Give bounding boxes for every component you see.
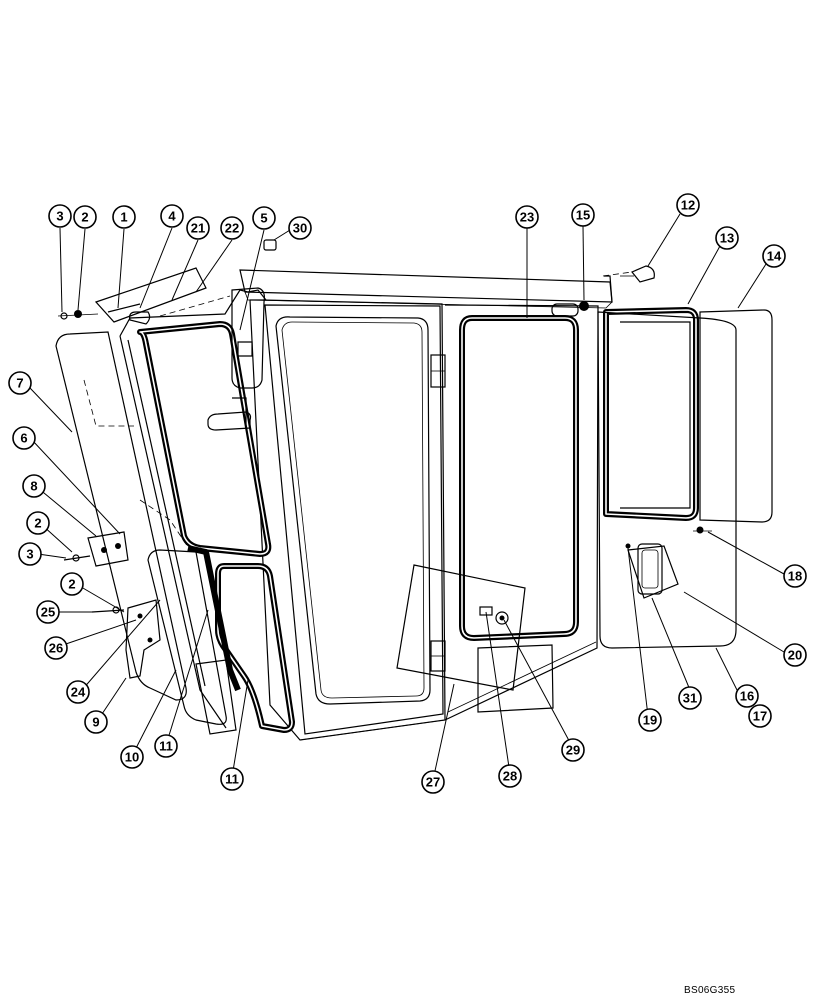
callout-17: 17 xyxy=(748,704,772,728)
small-fastener-30 xyxy=(263,239,277,251)
callout-3-mid: 3 xyxy=(18,542,42,566)
svg-text:14: 14 xyxy=(767,249,782,264)
svg-text:27: 27 xyxy=(426,775,440,790)
callout-18: 18 xyxy=(783,564,807,588)
callout-14: 14 xyxy=(762,244,786,268)
callout-24: 24 xyxy=(66,680,90,704)
door-glass-left xyxy=(55,331,191,701)
svg-text:28: 28 xyxy=(503,769,517,784)
svg-text:5: 5 xyxy=(260,211,267,226)
callout-13: 13 xyxy=(715,226,739,250)
svg-text:8: 8 xyxy=(30,479,37,494)
svg-text:22: 22 xyxy=(225,221,239,236)
svg-text:3: 3 xyxy=(26,547,33,562)
svg-text:2: 2 xyxy=(68,577,75,592)
leader-lines xyxy=(29,213,785,781)
hinge-bracket-upper xyxy=(63,531,129,567)
svg-text:11: 11 xyxy=(225,772,239,787)
callout-2-mid: 2 xyxy=(26,511,50,535)
callout-16: 16 xyxy=(735,684,759,708)
svg-text:12: 12 xyxy=(681,198,695,213)
callout-25: 25 xyxy=(36,600,60,624)
svg-text:24: 24 xyxy=(71,685,86,700)
left-door-frame xyxy=(119,287,295,733)
callout-31: 31 xyxy=(678,686,702,710)
svg-text:30: 30 xyxy=(293,221,307,236)
callout-8: 8 xyxy=(22,474,46,498)
svg-text:11: 11 xyxy=(159,739,173,754)
callout-30: 30 xyxy=(288,216,312,240)
callout-3-top: 3 xyxy=(48,204,72,228)
callout-22: 22 xyxy=(220,216,244,240)
svg-text:26: 26 xyxy=(49,641,63,656)
svg-text:31: 31 xyxy=(683,691,697,706)
svg-text:29: 29 xyxy=(566,743,580,758)
svg-text:3: 3 xyxy=(56,209,63,224)
callout-28: 28 xyxy=(498,764,522,788)
svg-text:10: 10 xyxy=(125,750,139,765)
svg-text:13: 13 xyxy=(720,231,734,246)
cab-body xyxy=(239,269,633,741)
callout-10: 10 xyxy=(120,745,144,769)
svg-text:4: 4 xyxy=(168,209,176,224)
callout-4: 4 xyxy=(160,204,184,228)
callout-23: 23 xyxy=(515,205,539,229)
svg-text:15: 15 xyxy=(576,208,590,223)
callout-29: 29 xyxy=(561,738,585,762)
lower-glass-panel xyxy=(147,549,237,735)
callout-6: 6 xyxy=(12,426,36,450)
svg-text:20: 20 xyxy=(788,648,802,663)
callout-1: 1 xyxy=(112,205,136,229)
callout-7: 7 xyxy=(8,371,32,395)
rear-window-seal xyxy=(459,315,579,641)
drawing-reference-code: BS06G355 xyxy=(684,985,736,996)
callout-5: 5 xyxy=(252,206,276,230)
svg-text:16: 16 xyxy=(740,689,754,704)
callout-26: 26 xyxy=(44,636,68,660)
svg-text:1: 1 xyxy=(120,210,127,225)
callout-2-low: 2 xyxy=(60,572,84,596)
callout-20: 20 xyxy=(783,643,807,667)
callout-15: 15 xyxy=(571,203,595,227)
callout-11-left: 11 xyxy=(154,734,178,758)
callout-27: 27 xyxy=(421,770,445,794)
svg-text:6: 6 xyxy=(20,431,27,446)
callout-2-top: 2 xyxy=(73,205,97,229)
svg-text:25: 25 xyxy=(41,605,55,620)
callout-21: 21 xyxy=(186,216,210,240)
svg-text:2: 2 xyxy=(34,516,41,531)
top-hinge-bar xyxy=(57,267,231,325)
callout-9: 9 xyxy=(84,710,108,734)
svg-text:21: 21 xyxy=(191,221,205,236)
callout-12: 12 xyxy=(676,193,700,217)
svg-text:2: 2 xyxy=(81,210,88,225)
callout-19: 19 xyxy=(638,708,662,732)
hinge-bracket-lower xyxy=(91,599,161,679)
svg-text:7: 7 xyxy=(16,376,23,391)
svg-text:18: 18 xyxy=(788,569,802,584)
right-door-assembly xyxy=(597,265,773,649)
svg-text:23: 23 xyxy=(520,210,534,225)
svg-text:17: 17 xyxy=(753,709,767,724)
svg-text:9: 9 xyxy=(92,715,99,730)
svg-text:19: 19 xyxy=(643,713,657,728)
callout-11-right: 11 xyxy=(220,767,244,791)
